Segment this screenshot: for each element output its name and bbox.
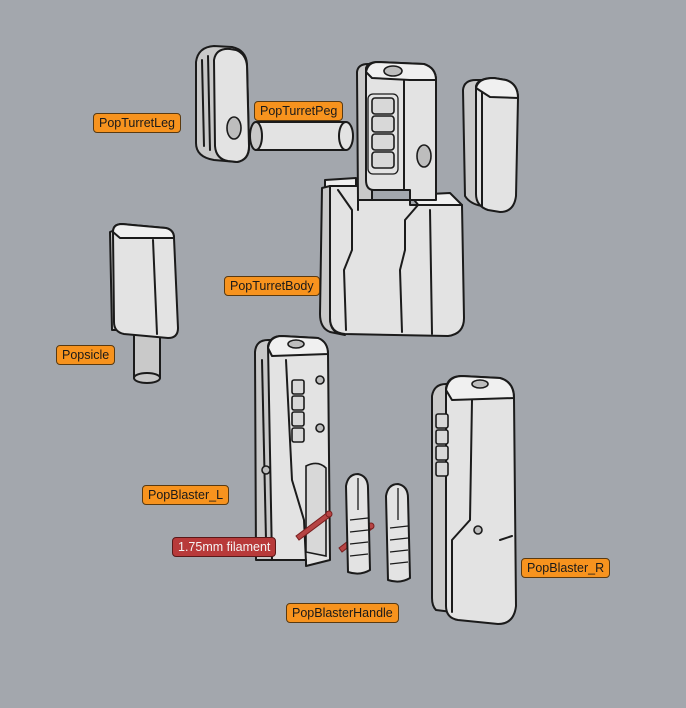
pop-turret-peg-part[interactable] bbox=[249, 121, 354, 151]
label-pop-blaster-handle: PopBlasterHandle bbox=[286, 603, 399, 623]
popsicle-part[interactable] bbox=[109, 223, 179, 384]
label-pop-blaster-r: PopBlaster_R bbox=[521, 558, 611, 578]
pop-blaster-handle-part[interactable] bbox=[345, 473, 411, 583]
label-pop-turret-body: PopTurretBody bbox=[224, 276, 320, 296]
label-pop-blaster-l: PopBlaster_L bbox=[142, 485, 230, 505]
label-filament: 1.75mm filament bbox=[172, 537, 277, 557]
label-pop-turret-peg: PopTurretPeg bbox=[254, 101, 344, 121]
pop-blaster-l-part[interactable] bbox=[254, 335, 331, 567]
label-popsicle: Popsicle bbox=[56, 345, 116, 365]
pop-turret-leg-part[interactable] bbox=[195, 45, 250, 163]
pop-blaster-r-part[interactable] bbox=[431, 375, 517, 625]
pop-turret-body-part[interactable] bbox=[319, 61, 465, 337]
label-pop-turret-leg: PopTurretLeg bbox=[93, 113, 181, 133]
pop-turret-leg-right-part[interactable] bbox=[462, 77, 519, 213]
